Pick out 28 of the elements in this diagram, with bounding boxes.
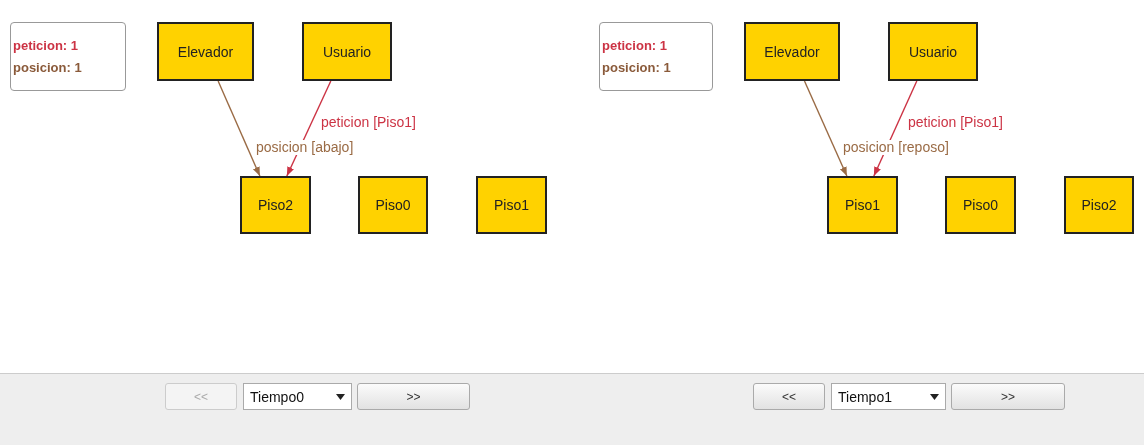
counter-panel (10, 22, 126, 91)
counter-panel (599, 22, 713, 91)
edge-label: posicion [reposo] (842, 140, 950, 155)
counter-text: posicion: 1 (13, 58, 82, 77)
next-button: >> (357, 383, 470, 410)
counter-text: posicion: 1 (602, 58, 671, 77)
state-box: Piso1 (476, 176, 547, 234)
time-select: Tiempo0 (243, 383, 352, 410)
state-box: Usuario (888, 22, 978, 81)
state-box: Elevador (744, 22, 840, 81)
edge-label: peticion [Piso1] (320, 115, 417, 130)
state-box: Piso0 (945, 176, 1016, 234)
previous-button: << (165, 383, 237, 410)
counter-text: peticion: 1 (13, 36, 78, 55)
state-box: Piso0 (358, 176, 428, 234)
arrow (803, 80, 848, 177)
counter-text: peticion: 1 (602, 36, 667, 55)
previous-button: << (753, 383, 825, 410)
state-box: Usuario (302, 22, 392, 81)
arrow (217, 80, 261, 177)
edge-label: posicion [abajo] (255, 140, 355, 155)
state-box: Piso2 (1064, 176, 1134, 234)
next-button: >> (951, 383, 1065, 410)
time-select: Tiempo1 (831, 383, 946, 410)
state-box: Elevador (157, 22, 254, 81)
state-box: Piso2 (240, 176, 311, 234)
state-box: Piso1 (827, 176, 898, 234)
edge-label: peticion [Piso1] (907, 115, 1004, 130)
